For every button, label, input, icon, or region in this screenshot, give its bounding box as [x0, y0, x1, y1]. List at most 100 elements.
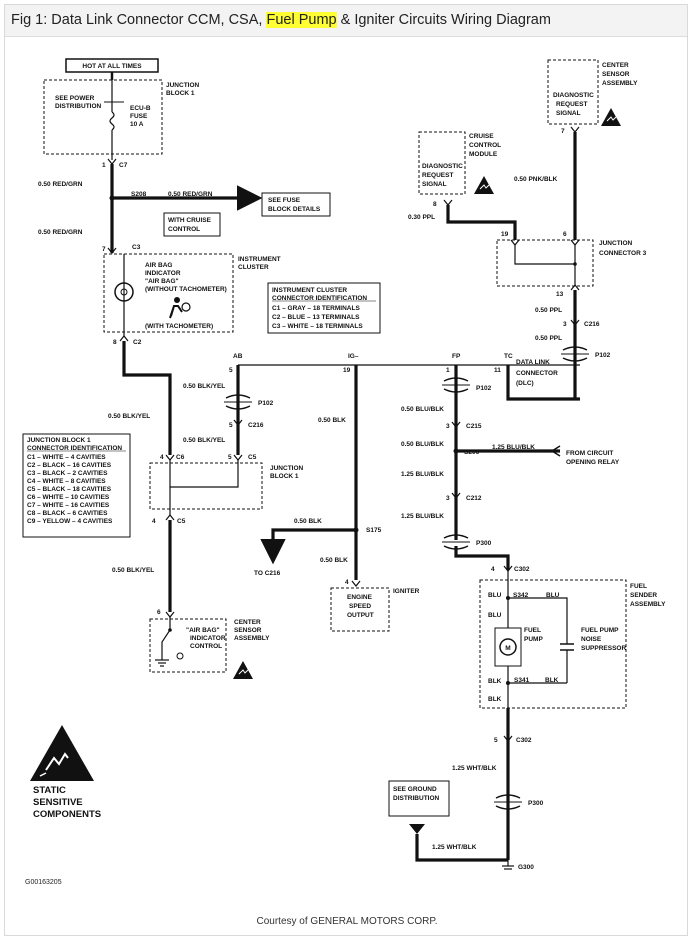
c302-label-a: C302 [514, 566, 530, 573]
wire-blk-2: BLK [545, 677, 559, 684]
wire-label-red-grn-1: 0.50 RED/GRN [38, 181, 83, 188]
figure-caption: Fig 1: Data Link Connector CCM, CSA, Fue… [11, 12, 551, 28]
caption-suffix: & Igniter Circuits Wiring Diagram [336, 12, 551, 28]
wire-label-blk-3: 0.50 BLK [320, 557, 348, 564]
svg-text:BLOCK DETAILS: BLOCK DETAILS [268, 206, 321, 213]
with-cruise-control-note: WITH CRUISE CONTROL [163, 212, 221, 237]
svg-text:CLUSTER: CLUSTER [238, 264, 269, 271]
fuel-sender-assembly-box [479, 579, 627, 709]
instrument-cluster-title: INSTRUMENT CLUSTER [238, 256, 281, 271]
center-sensor-assembly-lower-box [149, 618, 227, 673]
svg-text:BLOCK 1: BLOCK 1 [270, 473, 299, 480]
p300-label-a: P300 [476, 540, 492, 547]
g300-label: G300 [518, 864, 534, 871]
svg-text:INSTRUMENT: INSTRUMENT [238, 256, 281, 263]
connector-p102-b [442, 377, 470, 393]
igniter-engine-speed-output: ENGINE SPEED OUTPUT [330, 587, 390, 632]
fuel-sender-assembly-title: FUEL SENDER ASSEMBLY [630, 583, 666, 608]
wire-label-red-grn-2: 0.50 RED/GRN [168, 191, 213, 198]
data-link-connector-label: DATA LINK CONNECTOR (DLC) [516, 359, 558, 387]
connector-c7: C7 [119, 162, 128, 169]
svg-text:INDICATOR: INDICATOR [190, 635, 226, 642]
svg-text:C4 – WHITE – 8 CAVITIES: C4 – WHITE – 8 CAVITIES [27, 478, 106, 485]
svg-text:INDICATOR: INDICATOR [145, 270, 181, 277]
see-ground-distribution: SEE GROUND DISTRIBUTION [388, 780, 450, 817]
pin-1b: 1 [446, 367, 450, 374]
wire-blu-1: BLU [488, 592, 502, 599]
connector-c6: C6 [176, 454, 185, 461]
center-sensor-assembly-top-title: CENTER SENSOR ASSEMBLY [602, 62, 638, 87]
pin-4a: 4 [160, 454, 164, 461]
wire-label-blk-yel-4: 0.50 BLK/YEL [112, 567, 154, 574]
wire-label-ppl-2: 0.50 PPL [535, 307, 562, 314]
wire-label-red-grn-3: 0.50 RED/GRN [38, 229, 83, 236]
svg-text:(WITHOUT TACHOMETER): (WITHOUT TACHOMETER) [145, 286, 227, 293]
noise-suppressor-label: FUEL PUMP NOISE SUPPRESSOR [581, 627, 626, 652]
wire-label-pnk-blk: 0.50 PNK/BLK [514, 176, 558, 183]
svg-text:MODULE: MODULE [469, 151, 498, 158]
instrument-cluster-box [103, 253, 234, 333]
cruise-control-module-title: CRUISE CONTROL MODULE [469, 133, 501, 158]
connector-c2: C2 [133, 339, 142, 346]
cruise-control-module-box [418, 131, 466, 195]
airbag-person-icon [169, 297, 191, 319]
svg-text:CENTER: CENTER [234, 619, 261, 626]
pin-11: 11 [494, 367, 501, 374]
pin-3b: 3 [446, 495, 450, 502]
pin-5b: 5 [229, 422, 233, 429]
igniter-title: IGNITER [393, 588, 420, 595]
wire-label-blk-yel-2: 0.50 BLK/YEL [108, 413, 150, 420]
svg-text:CRUISE: CRUISE [469, 133, 494, 140]
wire-label-blk-2: 0.50 BLK [294, 518, 322, 525]
center-sensor-assembly-top-box [547, 59, 599, 125]
svg-text:REQUEST: REQUEST [422, 172, 453, 179]
c216-label-b: C216 [584, 321, 600, 328]
splice-s342-label: S342 [513, 592, 529, 599]
static-warning-icon-small-3 [601, 108, 621, 126]
air-bag-indicator-control-label: "AIR BAG" INDICATOR CONTROL [186, 627, 226, 650]
svg-text:OUTPUT: OUTPUT [347, 612, 374, 619]
svg-text:CENTER: CENTER [602, 62, 629, 69]
wire-label-blk-1: 0.50 BLK [318, 417, 346, 424]
svg-text:SEE POWER: SEE POWER [55, 95, 95, 102]
hot-label: HOT AT ALL TIMES [82, 63, 142, 70]
svg-text:FUEL: FUEL [630, 583, 647, 590]
ecu-b-fuse-label: ECU-B FUSE 10 A [130, 105, 151, 128]
svg-text:C2 – BLUE – 13 TERMINALS: C2 – BLUE – 13 TERMINALS [272, 314, 360, 321]
wire-label-blu-blk-3: 1.25 BLU/BLK [492, 444, 535, 451]
static-sensitive-warning-icon [30, 725, 94, 781]
svg-text:DISTRIBUTION: DISTRIBUTION [393, 795, 440, 802]
svg-text:SIGNAL: SIGNAL [556, 110, 581, 117]
junction-block-1-connector-id: JUNCTION BLOCK 1 CONNECTOR IDENTIFICATIO… [22, 433, 131, 538]
svg-text:FUEL: FUEL [524, 627, 541, 634]
noise-suppressor-capacitor [560, 628, 574, 683]
wire-label-wht-blk-2: 1.25 WHT/BLK [432, 844, 477, 851]
svg-text:C2 – BLACK – 16 CAVITIES: C2 – BLACK – 16 CAVITIES [27, 462, 112, 469]
instrument-cluster-connector-id: INSTRUMENT CLUSTER CONNECTOR IDENTIFICAT… [267, 282, 381, 334]
connector-p102-c [561, 346, 589, 362]
svg-text:CONNECTOR 3: CONNECTOR 3 [599, 250, 647, 257]
svg-text:C3 – BLACK – 2 CAVITIES: C3 – BLACK – 2 CAVITIES [27, 470, 108, 477]
splice-s208-label: S208 [131, 191, 147, 198]
svg-text:SIGNAL: SIGNAL [422, 181, 447, 188]
svg-text:10 A: 10 A [130, 121, 144, 128]
svg-text:CONNECTOR IDENTIFICATION: CONNECTOR IDENTIFICATION [27, 445, 122, 452]
svg-text:OPENING RELAY: OPENING RELAY [566, 459, 620, 466]
pin-19b: 19 [501, 231, 509, 238]
svg-text:C1 – GRAY – 18 TERMINALS: C1 – GRAY – 18 TERMINALS [272, 305, 360, 312]
svg-text:FUEL PUMP: FUEL PUMP [581, 627, 619, 634]
pin-7: 7 [102, 246, 106, 253]
svg-text:CONTROL: CONTROL [190, 643, 222, 650]
svg-text:JUNCTION: JUNCTION [270, 465, 304, 472]
wire-label-wht-blk-1: 1.25 WHT/BLK [452, 765, 497, 772]
static-warning-icon-small-1 [233, 661, 253, 679]
with-tachometer-label: (WITH TACHOMETER) [145, 323, 213, 330]
figure-id: G00163205 [25, 879, 62, 886]
svg-text:CONTROL: CONTROL [168, 226, 200, 233]
p102-label-b: P102 [476, 385, 492, 392]
wire-blk-yel-left [122, 341, 172, 455]
svg-text:SPEED: SPEED [349, 603, 371, 610]
svg-text:JUNCTION: JUNCTION [599, 240, 633, 247]
svg-text:CONTROL: CONTROL [469, 142, 501, 149]
